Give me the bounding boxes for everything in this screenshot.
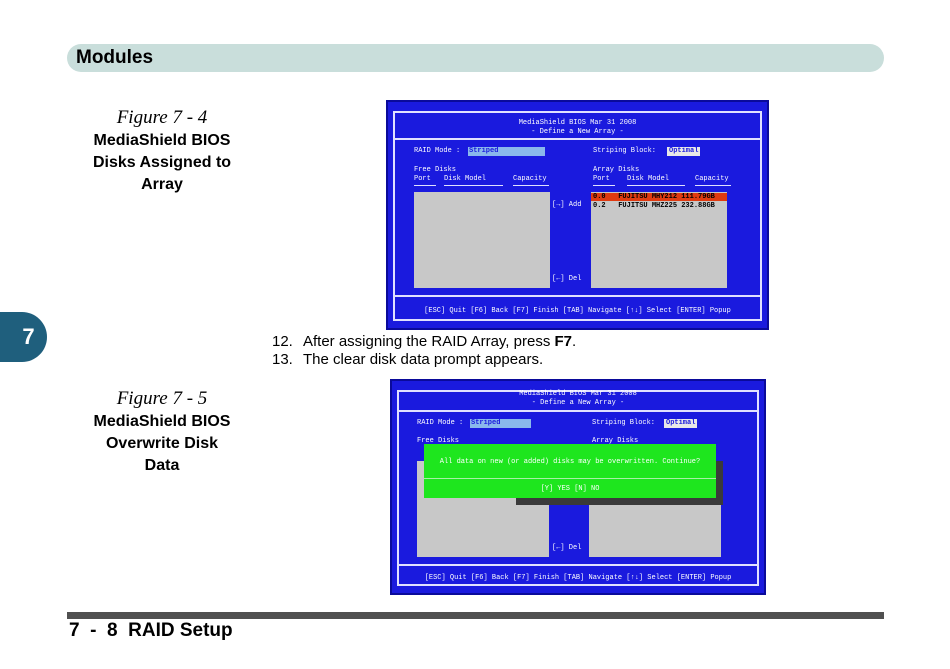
step-text-end: . xyxy=(572,333,577,350)
dialog-message: All data on new (or added) disks may be … xyxy=(439,458,701,466)
step-list: 12. After assigning the RAID Array, press… xyxy=(272,333,576,369)
dialog-divider xyxy=(424,478,716,479)
free-disks-heading: Free Disks xyxy=(414,166,457,174)
disk-row-selected[interactable]: 0.0 FUJITSU MHY212 111.79GB xyxy=(591,193,727,201)
disk-port: 0.2 xyxy=(593,202,606,210)
step-text: The clear disk data prompt appears. xyxy=(303,351,544,368)
col-port: Port xyxy=(593,175,610,183)
figure-number: Figure 7 - 5 xyxy=(116,388,208,409)
figure-caption: MediaShield BIOS Disks Assigned to Array xyxy=(72,130,252,196)
bios-divider xyxy=(393,295,762,297)
step-item: 13. The clear disk data prompt appears. xyxy=(272,351,576,369)
bios-screenshot-overwrite-prompt: MediaShield BIOS Mar 31 2008 - Define a … xyxy=(390,379,766,595)
caption-line: Overwrite Disk xyxy=(105,435,219,452)
caption-line: Array xyxy=(141,176,183,193)
bios-subtitle: - Define a New Array - xyxy=(531,399,625,407)
bios-divider xyxy=(397,410,759,412)
overwrite-confirm-dialog: All data on new (or added) disks may be … xyxy=(424,444,716,498)
col-capacity: Capacity xyxy=(513,175,547,183)
array-disks-heading: Array Disks xyxy=(592,437,639,445)
bios-subtitle: - Define a New Array - xyxy=(531,128,624,136)
striping-block-select[interactable]: Optimal xyxy=(667,147,701,156)
bios-frame xyxy=(397,390,759,586)
header-bar xyxy=(67,44,884,72)
array-disks-list[interactable] xyxy=(591,192,727,288)
bios-help-bar: [ESC] Quit [F6] Back [F7] Finish [TAB] N… xyxy=(424,574,732,582)
chapter-tab: 7 xyxy=(0,312,47,362)
page-header-title: Modules xyxy=(76,47,154,68)
col-underline xyxy=(513,185,549,186)
raid-mode-label: RAID Mode : xyxy=(414,147,461,155)
free-disks-heading: Free Disks xyxy=(417,437,460,445)
dialog-yes-no-options[interactable]: [Y] YES [N] NO xyxy=(540,485,600,493)
striping-block-label: Striping Block: xyxy=(593,147,657,155)
striping-block-label: Striping Block: xyxy=(592,419,656,427)
key-name: F7 xyxy=(554,333,573,350)
col-underline xyxy=(695,185,731,186)
disk-capacity: 232.88GB xyxy=(681,202,715,210)
disk-port: 0.0 xyxy=(593,193,606,201)
bios-screenshot-disks-assigned: MediaShield BIOS Mar 31 2008 - Define a … xyxy=(386,100,769,330)
bios-title: MediaShield BIOS Mar 31 2008 xyxy=(518,119,637,127)
disk-model: FUJITSU MHY212 xyxy=(618,193,678,201)
bios-divider xyxy=(393,138,762,140)
figure-caption: MediaShield BIOS Overwrite Disk Data xyxy=(72,411,252,477)
col-disk-model: Disk Model xyxy=(444,175,487,183)
col-port: Port xyxy=(414,175,431,183)
del-disk-button[interactable]: [←] Del xyxy=(552,544,582,552)
striping-block-select[interactable]: Optimal xyxy=(664,419,698,428)
disk-capacity: 111.79GB xyxy=(681,193,715,201)
disk-row[interactable]: 0.2 FUJITSU MHZ225 232.88GB xyxy=(591,202,727,210)
col-disk-model: Disk Model xyxy=(627,175,670,183)
step-text: After assigning the RAID Array, press xyxy=(303,333,555,350)
col-underline xyxy=(414,185,436,186)
step-item: 12. After assigning the RAID Array, press… xyxy=(272,333,576,351)
raid-mode-label: RAID Mode : xyxy=(417,419,464,427)
col-underline xyxy=(593,185,615,186)
del-disk-button[interactable]: [←] Del xyxy=(552,275,582,283)
add-disk-button[interactable]: [→] Add xyxy=(552,201,582,209)
bios-divider xyxy=(397,564,759,566)
col-underline xyxy=(627,185,685,186)
raid-mode-select[interactable]: Striped xyxy=(470,419,531,428)
bios-title: MediaShield BIOS Mar 31 2008 xyxy=(519,390,637,398)
page-footer-title: 7 - 8 RAID Setup xyxy=(69,620,233,641)
caption-line: Disks Assigned to xyxy=(92,154,232,171)
col-underline xyxy=(444,185,503,186)
caption-line: MediaShield BIOS xyxy=(93,413,231,430)
free-disks-list[interactable] xyxy=(414,192,550,288)
raid-mode-select[interactable]: Striped xyxy=(468,147,545,156)
caption-line: Data xyxy=(144,457,180,474)
step-number: 13. xyxy=(272,351,293,368)
bios-help-bar: [ESC] Quit [F6] Back [F7] Finish [TAB] N… xyxy=(424,307,731,315)
caption-line: MediaShield BIOS xyxy=(93,132,231,149)
col-capacity: Capacity xyxy=(695,175,729,183)
array-disks-heading: Array Disks xyxy=(593,166,640,174)
disk-model: FUJITSU MHZ225 xyxy=(618,202,678,210)
step-number: 12. xyxy=(272,333,293,350)
footer-bar xyxy=(67,612,884,619)
figure-number: Figure 7 - 4 xyxy=(116,107,208,128)
bios-frame xyxy=(393,111,762,321)
